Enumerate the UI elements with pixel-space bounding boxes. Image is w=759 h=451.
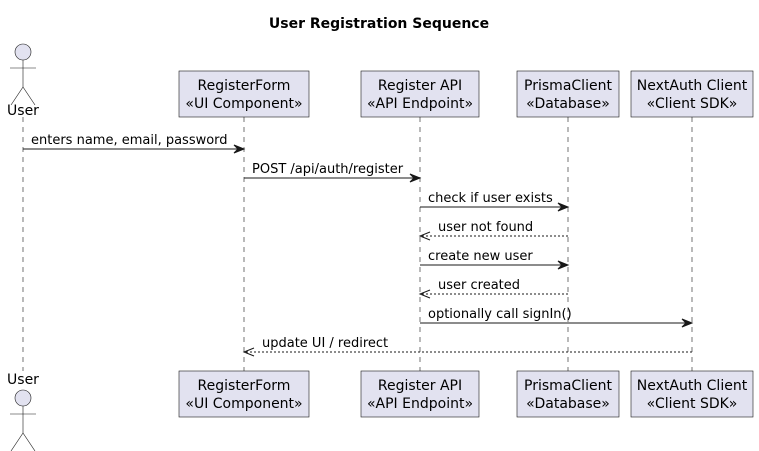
message-label: optionally call signIn(): [428, 307, 572, 322]
message-label: POST /api/auth/register: [252, 162, 404, 177]
participant-stereotype: «UI Component»: [185, 396, 302, 412]
open-arrowhead-icon: [242, 347, 255, 357]
participant-box: [360, 70, 480, 118]
participant-stereotype: «API Endpoint»: [367, 96, 473, 112]
actor-user-top: User: [7, 43, 39, 119]
message-label: check if user exists: [428, 191, 553, 206]
filled-arrowhead-icon: [557, 202, 570, 212]
message-label: user not found: [438, 220, 533, 235]
participant-registerform-top: RegisterForm «UI Component»: [178, 70, 310, 118]
actor-head-icon: [14, 389, 32, 407]
participant-name: Register API: [378, 378, 462, 394]
message-label: update UI / redirect: [262, 336, 388, 351]
message-label: create new user: [428, 249, 533, 264]
participant-registerapi-top: Register API «API Endpoint»: [360, 70, 480, 118]
participant-stereotype: «UI Component»: [185, 96, 302, 112]
participant-name: Register API: [378, 78, 462, 94]
participant-stereotype: «Database»: [526, 396, 610, 412]
participant-registerform-bottom: RegisterForm «UI Component»: [178, 370, 310, 418]
message-2: POST /api/auth/register: [244, 162, 422, 183]
participant-name: RegisterForm: [198, 78, 291, 94]
open-arrowhead-icon: [418, 289, 431, 299]
participant-box: [178, 70, 310, 118]
participant-name: NextAuth Client: [637, 378, 748, 394]
participant-nextauth-bottom: NextAuth Client «Client SDK»: [630, 370, 754, 418]
lifelines: [22, 117, 693, 371]
message-3: check if user exists: [420, 191, 570, 212]
diagram-title: User Registration Sequence: [269, 16, 489, 32]
participant-registerapi-bottom: Register API «API Endpoint»: [360, 370, 480, 418]
message-8: update UI / redirect: [242, 336, 692, 357]
filled-arrowhead-icon: [557, 260, 570, 270]
participant-stereotype: «Client SDK»: [647, 96, 738, 112]
open-arrowhead-icon: [418, 231, 431, 241]
participant-stereotype: «API Endpoint»: [367, 396, 473, 412]
participant-box: [630, 70, 754, 118]
message-1: enters name, email, password: [23, 133, 246, 154]
message-4: user not found: [418, 220, 568, 241]
participant-prismaclient-bottom: PrismaClient «Database»: [516, 370, 620, 418]
participant-stereotype: «Client SDK»: [647, 396, 738, 412]
actor-right-leg: [22, 86, 36, 106]
message-7: optionally call signIn(): [420, 307, 694, 328]
participant-box: [630, 370, 754, 418]
actor-right-leg: [22, 432, 36, 451]
participant-box: [516, 70, 620, 118]
participant-box: [516, 370, 620, 418]
participant-name: NextAuth Client: [637, 78, 748, 94]
participants-top: User RegisterForm «UI Component» Register A…: [7, 43, 754, 119]
participant-nextauth-top: NextAuth Client «Client SDK»: [630, 70, 754, 118]
message-label: user created: [438, 278, 520, 293]
participant-box: [360, 370, 480, 418]
filled-arrowhead-icon: [233, 144, 246, 154]
actor-head-icon: [14, 43, 32, 61]
filled-arrowhead-icon: [681, 318, 694, 328]
participant-name: PrismaClient: [524, 378, 612, 394]
actor-left-leg: [10, 432, 24, 451]
filled-arrowhead-icon: [409, 173, 422, 183]
participant-name: RegisterForm: [198, 378, 291, 394]
participant-box: [178, 370, 310, 418]
participant-prismaclient-top: PrismaClient «Database»: [516, 70, 620, 118]
message-label: enters name, email, password: [31, 133, 228, 148]
actor-label: User: [7, 372, 39, 388]
actor-label: User: [7, 103, 39, 119]
actor-left-leg: [10, 86, 24, 106]
participant-name: PrismaClient: [524, 78, 612, 94]
actor-user-bottom: User: [7, 372, 39, 451]
participants-bottom: User RegisterForm «UI Component» Register A…: [7, 370, 754, 451]
message-6: user created: [418, 278, 568, 299]
participant-stereotype: «Database»: [526, 96, 610, 112]
message-5: create new user: [420, 249, 570, 270]
